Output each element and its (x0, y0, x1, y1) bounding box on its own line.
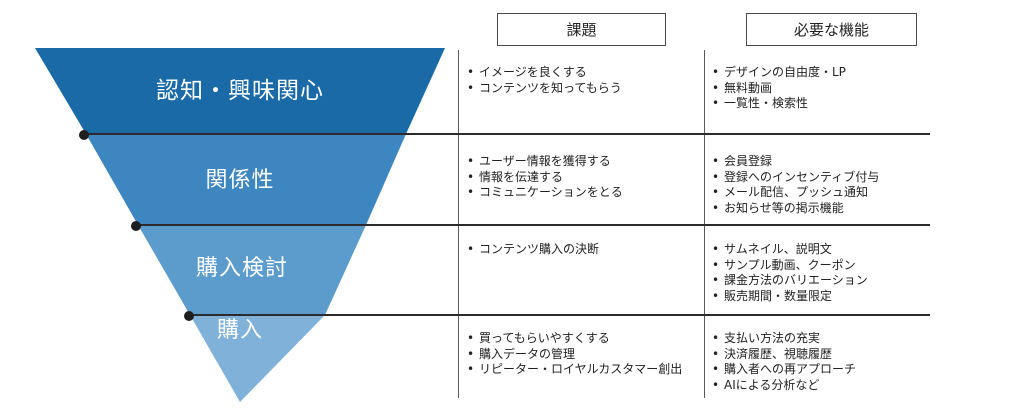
features-header: 必要な機能 (746, 13, 917, 46)
stage-divider-3 (189, 314, 930, 316)
list-item: リピーター・ロイヤルカスタマー創出 (465, 362, 682, 378)
list-item: 買ってもらいやすくする (465, 331, 682, 347)
stage-label-awareness: 認知・興味関心 (156, 78, 324, 104)
features-list-awareness: デザインの自由度・LP 無料動画 一覧性・検索性 (710, 65, 846, 112)
challenges-list-purchase: 買ってもらいやすくする 購入データの管理 リピーター・ロイヤルカスタマー創出 (465, 331, 682, 378)
list-item: 決済履歴、視聴履歴 (710, 347, 856, 363)
list-item: 販売期間・数量限定 (710, 289, 868, 305)
list-item: 無料動画 (710, 81, 846, 97)
list-item: 支払い方法の充実 (710, 331, 856, 347)
list-item: 一覧性・検索性 (710, 96, 846, 112)
list-item: サンプル動画、クーポン (710, 258, 868, 274)
list-item: 情報を伝達する (465, 170, 623, 186)
challenges-header: 課題 (497, 13, 666, 46)
stage-label-relationship: 関係性 (205, 168, 275, 193)
stage-divider-dot-1 (79, 130, 89, 140)
stage-divider-2 (136, 224, 930, 226)
list-item: サムネイル、説明文 (710, 242, 868, 258)
stage-divider-1 (84, 133, 930, 135)
features-list-relationship: 会員登録 登録へのインセンティブ付与 メール配信、プッシュ通知 お知らせ等の掲示… (710, 154, 879, 216)
funnel-segment-4 (190, 315, 325, 402)
list-item: 購入データの管理 (465, 347, 682, 363)
list-item: 会員登録 (710, 154, 879, 170)
features-list-purchase: 支払い方法の充実 決済履歴、視聴履歴 購入者への再アプローチ AIによる分析など (710, 331, 856, 393)
stage-label-purchase: 購入 (216, 318, 264, 343)
challenges-list-awareness: イメージを良くする コンテンツを知ってもらう (465, 65, 622, 96)
features-list-consideration: サムネイル、説明文 サンプル動画、クーポン 課金方法のバリエーション 販売期間・… (710, 242, 868, 304)
challenges-list-relationship: ユーザー情報を獲得する 情報を伝達する コミュニケーションをとる (465, 154, 623, 201)
list-item: コンテンツ購入の決断 (465, 242, 599, 258)
list-item: メール配信、プッシュ通知 (710, 185, 879, 201)
funnel-segment-3 (138, 225, 366, 315)
list-item: 購入者への再アプローチ (710, 362, 856, 378)
funnel-segment-1 (35, 48, 445, 134)
list-item: お知らせ等の掲示機能 (710, 201, 879, 217)
stage-divider-dot-3 (184, 311, 194, 321)
list-item: コミュニケーションをとる (465, 185, 623, 201)
list-item: イメージを良くする (465, 65, 622, 81)
stage-label-consideration: 購入検討 (195, 256, 289, 281)
list-item: コンテンツを知ってもらう (465, 81, 622, 97)
list-item: 登録へのインセンティブ付与 (710, 170, 879, 186)
list-item: ユーザー情報を獲得する (465, 154, 623, 170)
challenges-list-consideration: コンテンツ購入の決断 (465, 242, 599, 258)
stage-divider-dot-2 (131, 221, 141, 231)
list-item: デザインの自由度・LP (710, 65, 846, 81)
funnel-segment-2 (86, 134, 406, 225)
list-item: AIによる分析など (710, 378, 856, 394)
list-item: 課金方法のバリエーション (710, 273, 868, 289)
